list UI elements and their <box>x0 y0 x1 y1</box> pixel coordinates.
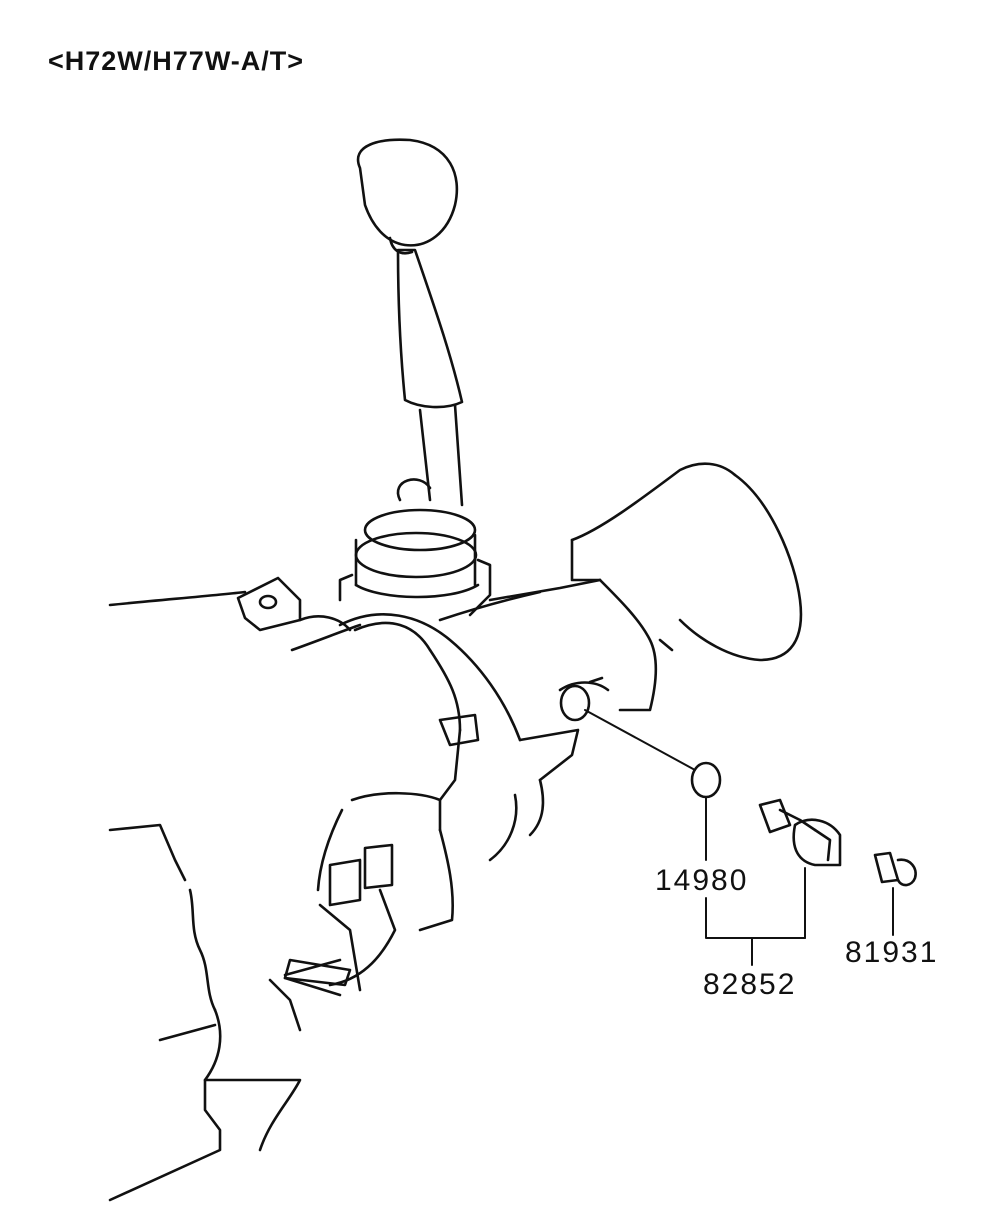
bolt-81931 <box>873 851 917 936</box>
part-number-81931: 81931 <box>845 936 939 969</box>
part-number-14980: 14980 <box>655 864 749 897</box>
part-number-82852: 82852 <box>703 968 797 1001</box>
leader-14980 <box>584 709 696 771</box>
extension-housing <box>570 462 803 712</box>
shift-boot <box>338 478 492 617</box>
o-ring-14980 <box>690 761 722 861</box>
shift-knob <box>356 138 459 255</box>
diagram-title: <H72W/H77W-A/T> <box>48 46 305 76</box>
wiring-harness <box>283 843 397 997</box>
group-bracket-82852 <box>705 897 806 966</box>
shift-lever <box>396 248 464 507</box>
speed-sensor-82852 <box>758 798 842 939</box>
sensor-boss <box>558 676 610 722</box>
transmission-case <box>108 576 602 1202</box>
